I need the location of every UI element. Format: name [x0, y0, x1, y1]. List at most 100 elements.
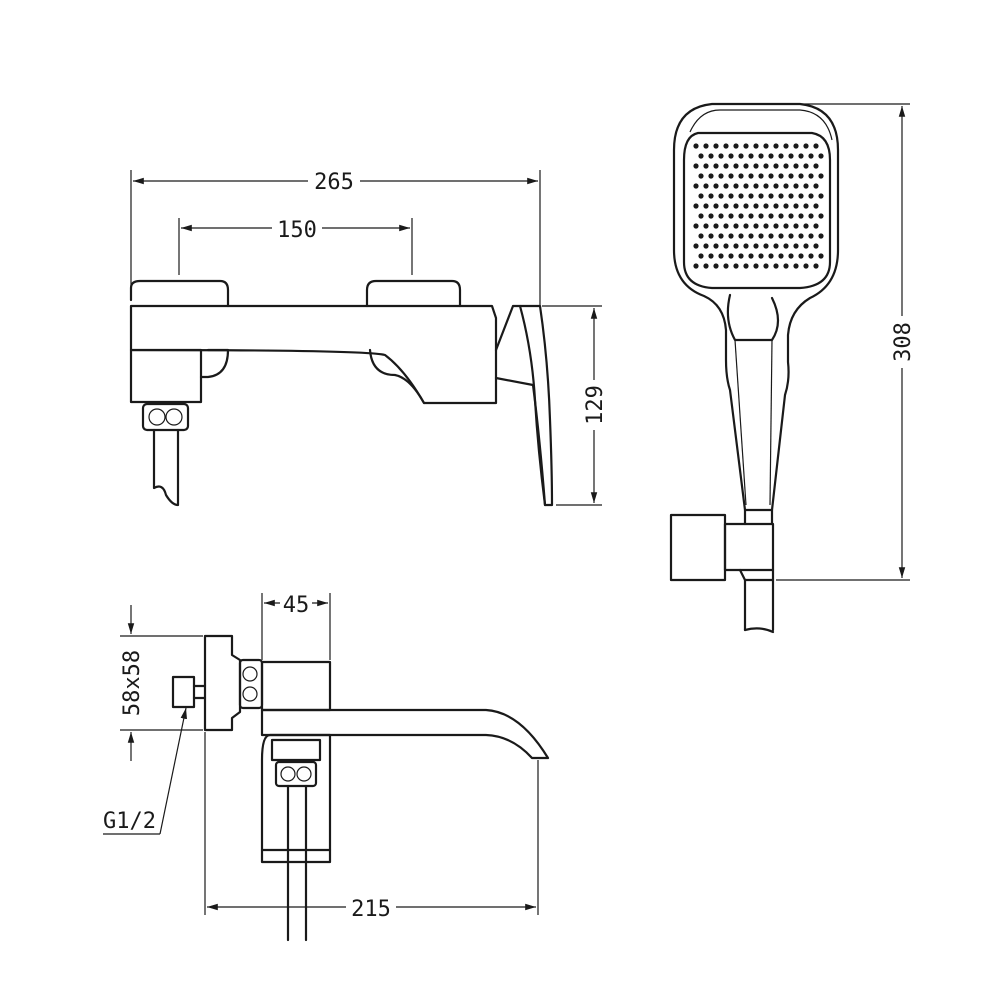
lower-handle-block: [260, 733, 332, 864]
spray-nozzle: [798, 153, 804, 159]
spray-nozzle: [798, 253, 804, 259]
lever-handle: [494, 304, 554, 507]
spray-nozzle: [703, 263, 709, 269]
thread-callout: G1/2: [103, 707, 187, 835]
thread-stub: [171, 675, 196, 709]
spray-nozzle: [753, 163, 759, 169]
left-cap: [129, 279, 230, 308]
spray-nozzle: [718, 253, 724, 259]
shower-head-face: [682, 131, 832, 290]
spray-nozzle: [763, 203, 769, 209]
spray-nozzle: [778, 233, 784, 239]
spray-nozzle: [818, 253, 824, 259]
spray-nozzle: [753, 183, 759, 189]
spray-nozzle: [708, 153, 714, 159]
spray-nozzle: [753, 263, 759, 269]
spray-nozzle: [763, 163, 769, 169]
left-connector-block: [129, 348, 203, 404]
spray-nozzle: [808, 193, 814, 199]
spout: [260, 708, 550, 760]
spray-nozzle: [723, 183, 729, 189]
spray-nozzle: [763, 183, 769, 189]
spray-nozzle: [768, 233, 774, 239]
spray-nozzle: [738, 193, 744, 199]
spray-nozzle: [738, 233, 744, 239]
spray-nozzle: [693, 243, 699, 249]
left-nut: [141, 402, 190, 432]
spray-nozzle: [728, 153, 734, 159]
spray-nozzle: [743, 163, 749, 169]
dim-spout-reach: 215: [351, 897, 391, 922]
spray-nozzle: [718, 173, 724, 179]
spray-nozzle: [783, 143, 789, 149]
dimension-150: 150: [178, 214, 413, 275]
spray-nozzle: [693, 263, 699, 269]
spray-nozzle: [703, 143, 709, 149]
spray-nozzle: [728, 173, 734, 179]
spray-nozzle: [693, 203, 699, 209]
spray-nozzle: [758, 253, 764, 259]
spray-nozzle: [773, 163, 779, 169]
spray-nozzle: [703, 183, 709, 189]
dimension-58x58: 58x58: [119, 605, 203, 761]
spray-nozzle: [753, 143, 759, 149]
spray-nozzle: [813, 163, 819, 169]
spray-nozzle: [758, 213, 764, 219]
spray-nozzle: [718, 233, 724, 239]
spray-nozzle: [803, 183, 809, 189]
spray-nozzle: [763, 263, 769, 269]
spray-nozzle: [713, 263, 719, 269]
spray-nozzle: [768, 173, 774, 179]
spray-nozzle: [743, 243, 749, 249]
spray-nozzle: [818, 233, 824, 239]
mixer-front-view: [129, 279, 554, 507]
spray-nozzle: [763, 223, 769, 229]
spray-nozzle: [788, 253, 794, 259]
spray-nozzle: [743, 263, 749, 269]
spray-nozzle: [748, 253, 754, 259]
spray-nozzle: [778, 253, 784, 259]
spray-nozzle: [733, 163, 739, 169]
spray-nozzle: [788, 213, 794, 219]
spray-nozzle: [783, 263, 789, 269]
spray-nozzle: [733, 243, 739, 249]
spray-nozzle: [773, 203, 779, 209]
spout-side-view: [171, 634, 550, 942]
spray-nozzle: [793, 163, 799, 169]
left-pipe: [152, 428, 180, 507]
dim-height-front: 129: [583, 385, 608, 425]
spray-nozzle: [793, 223, 799, 229]
spray-nozzle: [708, 213, 714, 219]
spray-nozzle: [783, 163, 789, 169]
spray-nozzle: [803, 163, 809, 169]
spray-nozzle: [733, 263, 739, 269]
spray-nozzle: [698, 213, 704, 219]
spray-nozzle: [758, 173, 764, 179]
spray-nozzle: [788, 193, 794, 199]
spray-nozzle: [733, 223, 739, 229]
spray-nozzle: [703, 223, 709, 229]
spray-nozzle: [808, 233, 814, 239]
spray-nozzle: [803, 223, 809, 229]
spray-nozzle: [783, 243, 789, 249]
spray-nozzle: [813, 243, 819, 249]
spray-nozzle: [723, 163, 729, 169]
spray-nozzle: [778, 173, 784, 179]
spray-nozzle: [738, 253, 744, 259]
spray-nozzle: [763, 143, 769, 149]
spray-nozzle: [773, 143, 779, 149]
spray-nozzle: [803, 243, 809, 249]
spray-nozzle: [718, 213, 724, 219]
spray-nozzle: [813, 203, 819, 209]
dim-thread: G1/2: [103, 809, 156, 834]
spray-nozzle: [743, 183, 749, 189]
spray-nozzle: [808, 173, 814, 179]
spray-nozzle: [718, 193, 724, 199]
spray-nozzle: [748, 193, 754, 199]
spray-nozzle: [788, 233, 794, 239]
spray-nozzle: [818, 213, 824, 219]
spray-nozzle: [723, 223, 729, 229]
dimension-308: 308: [776, 103, 916, 581]
spray-nozzle: [753, 203, 759, 209]
